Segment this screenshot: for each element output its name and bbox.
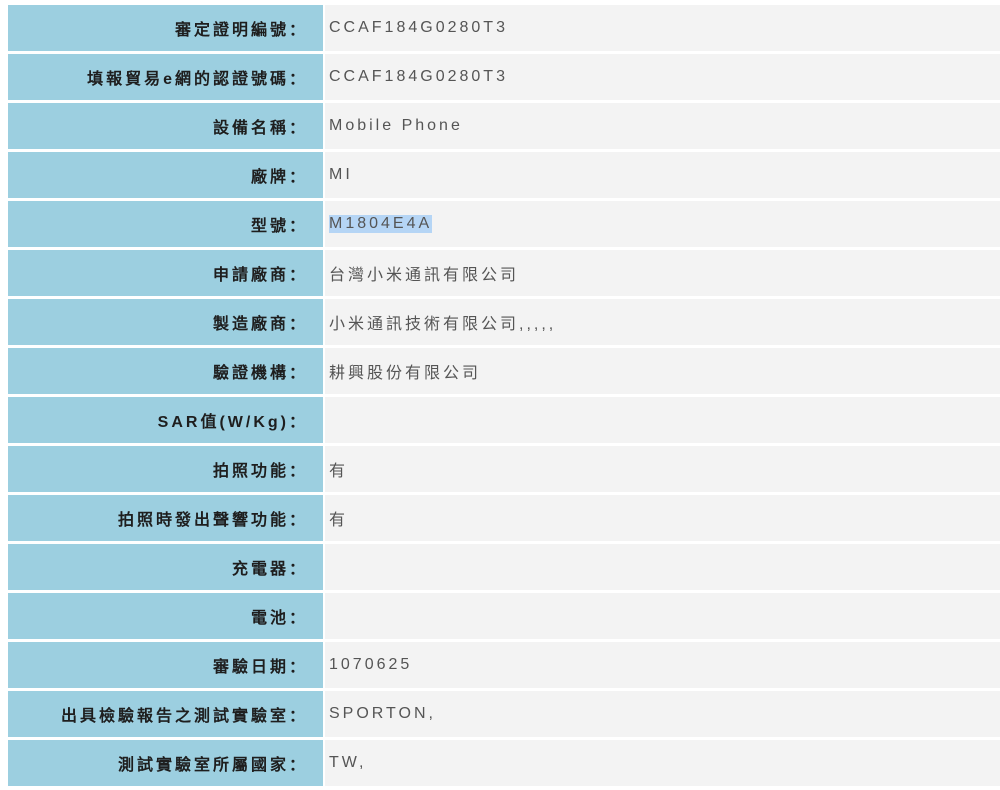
field-value-text: 有 bbox=[329, 512, 349, 529]
field-value: 耕興股份有限公司 bbox=[325, 348, 1000, 394]
table-row: 充電器： bbox=[8, 544, 1000, 590]
field-value-text: Mobile Phone bbox=[329, 117, 463, 134]
table-row: 廠牌： MI bbox=[8, 152, 1000, 198]
table-row: 填報貿易e網的認證號碼： CCAF184G0280T3 bbox=[8, 54, 1000, 100]
field-value: 小米通訊技術有限公司,,,,, bbox=[325, 299, 1000, 345]
field-value-text: 有 bbox=[329, 463, 349, 480]
table-row: 拍照功能： 有 bbox=[8, 446, 1000, 492]
field-label: 出具檢驗報告之測試實驗室： bbox=[8, 691, 323, 737]
field-value-text: 耕興股份有限公司 bbox=[329, 365, 482, 382]
field-value-text: 1070625 bbox=[329, 656, 413, 673]
table-row: 審驗日期： 1070625 bbox=[8, 642, 1000, 688]
field-label: 驗證機構： bbox=[8, 348, 323, 394]
field-value: CCAF184G0280T3 bbox=[325, 5, 1000, 51]
field-value: 台灣小米通訊有限公司 bbox=[325, 250, 1000, 296]
field-value-text: CCAF184G0280T3 bbox=[329, 19, 508, 36]
field-value-text: M1804E4A bbox=[329, 215, 433, 233]
field-value-text: 小米通訊技術有限公司,,,,, bbox=[329, 316, 557, 333]
field-value-text: 台灣小米通訊有限公司 bbox=[329, 267, 520, 284]
field-value: Mobile Phone bbox=[325, 103, 1000, 149]
certificate-details-table: 審定證明編號： CCAF184G0280T3 填報貿易e網的認證號碼： CCAF184… bbox=[8, 5, 1000, 789]
field-label: 電池： bbox=[8, 593, 323, 639]
field-value: 有 bbox=[325, 495, 1000, 541]
field-value: M1804E4A bbox=[325, 201, 1000, 247]
table-row: 設備名稱： Mobile Phone bbox=[8, 103, 1000, 149]
field-value-text: SPORTON, bbox=[329, 705, 436, 722]
field-label: 製造廠商： bbox=[8, 299, 323, 345]
field-label: 申請廠商： bbox=[8, 250, 323, 296]
field-value: 有 bbox=[325, 446, 1000, 492]
field-value: TW, bbox=[325, 740, 1000, 786]
field-value-text: CCAF184G0280T3 bbox=[329, 68, 508, 85]
field-value-text: TW, bbox=[329, 754, 367, 771]
field-value: 1070625 bbox=[325, 642, 1000, 688]
field-value: CCAF184G0280T3 bbox=[325, 54, 1000, 100]
field-value-text: MI bbox=[329, 166, 353, 183]
table-row: 測試實驗室所屬國家： TW, bbox=[8, 740, 1000, 786]
table-row: 驗證機構： 耕興股份有限公司 bbox=[8, 348, 1000, 394]
field-label: 測試實驗室所屬國家： bbox=[8, 740, 323, 786]
field-label: 充電器： bbox=[8, 544, 323, 590]
field-label: 拍照功能： bbox=[8, 446, 323, 492]
field-value bbox=[325, 397, 1000, 443]
field-label: 填報貿易e網的認證號碼： bbox=[8, 54, 323, 100]
field-label: 廠牌： bbox=[8, 152, 323, 198]
table-row: 出具檢驗報告之測試實驗室： SPORTON, bbox=[8, 691, 1000, 737]
field-label: 審驗日期： bbox=[8, 642, 323, 688]
table-row: 拍照時發出聲響功能： 有 bbox=[8, 495, 1000, 541]
field-value: MI bbox=[325, 152, 1000, 198]
field-value bbox=[325, 544, 1000, 590]
field-label: 拍照時發出聲響功能： bbox=[8, 495, 323, 541]
field-value bbox=[325, 593, 1000, 639]
table-row: 電池： bbox=[8, 593, 1000, 639]
table-row: 製造廠商： 小米通訊技術有限公司,,,,, bbox=[8, 299, 1000, 345]
table-row: 型號： M1804E4A bbox=[8, 201, 1000, 247]
field-label: SAR值(W/Kg)： bbox=[8, 397, 323, 443]
field-value: SPORTON, bbox=[325, 691, 1000, 737]
table-row: 審定證明編號： CCAF184G0280T3 bbox=[8, 5, 1000, 51]
field-label: 設備名稱： bbox=[8, 103, 323, 149]
field-label: 型號： bbox=[8, 201, 323, 247]
table-row: SAR值(W/Kg)： bbox=[8, 397, 1000, 443]
field-label: 審定證明編號： bbox=[8, 5, 323, 51]
table-row: 申請廠商： 台灣小米通訊有限公司 bbox=[8, 250, 1000, 296]
